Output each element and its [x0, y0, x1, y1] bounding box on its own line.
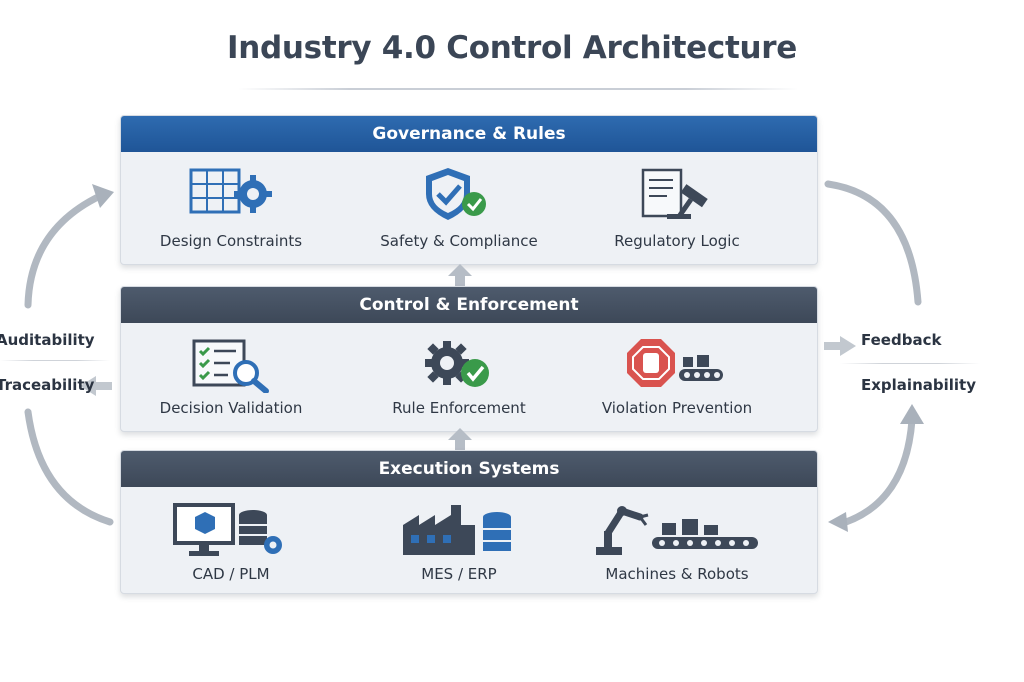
item-label: Decision Validation	[159, 399, 303, 417]
side-label-feedback: Feedback	[861, 331, 942, 349]
side-divider	[840, 363, 980, 364]
item-regulatory-logic: Regulatory Logic	[567, 152, 787, 264]
layer-control: Control & Enforcement Decision Validatio…	[120, 286, 818, 432]
item-violation-prevention: Violation Prevention	[567, 323, 787, 431]
item-label: Rule Enforcement	[392, 399, 526, 417]
checklist-magnifier-icon	[192, 339, 269, 393]
left-upper-loop-arrow	[24, 192, 104, 309]
item-safety-compliance: Safety & Compliance	[349, 152, 569, 264]
gear-check-icon	[425, 341, 489, 387]
side-divider	[0, 360, 110, 361]
item-design-constraints: Design Constraints	[121, 152, 341, 264]
up-arrow-icon	[448, 428, 472, 452]
document-gavel-icon	[641, 168, 708, 219]
stop-hand-conveyor-icon	[627, 339, 723, 387]
item-label: CAD / PLM	[192, 565, 270, 583]
side-label-explainability: Explainability	[861, 376, 976, 394]
item-label: Safety & Compliance	[380, 232, 538, 250]
factory-database-icon	[403, 505, 511, 555]
up-arrow-icon	[448, 264, 472, 288]
layer-header: Execution Systems	[121, 451, 817, 487]
robot-arm-conveyor-icon	[596, 506, 758, 555]
right-upper-loop-arrow	[824, 180, 922, 306]
side-label-auditability: Auditability	[0, 331, 95, 349]
item-label: Machines & Robots	[605, 565, 749, 583]
item-label: Violation Prevention	[601, 399, 753, 417]
monitor-database-icon	[173, 503, 282, 556]
side-label-traceability: Traceability	[0, 376, 95, 394]
item-machines-robots: Machines & Robots	[567, 487, 787, 593]
layer-header: Control & Enforcement	[121, 287, 817, 323]
layer-governance: Governance & Rules Design Constraints	[120, 115, 818, 265]
item-label: MES / ERP	[421, 565, 497, 583]
page-title: Industry 4.0 Control Architecture	[227, 30, 797, 66]
item-cad-plm: CAD / PLM	[121, 487, 341, 593]
item-label: Regulatory Logic	[614, 232, 740, 250]
item-rule-enforcement: Rule Enforcement	[349, 323, 569, 431]
item-label: Design Constraints	[159, 232, 303, 250]
layer-execution: Execution Systems CAD / PLM	[120, 450, 818, 594]
layer-header: Governance & Rules	[121, 116, 817, 152]
item-mes-erp: MES / ERP	[349, 487, 569, 593]
item-decision-validation: Decision Validation	[121, 323, 341, 431]
right-lower-loop-arrow	[842, 416, 916, 526]
shield-check-icon	[426, 168, 486, 220]
blueprint-gear-icon	[189, 168, 272, 214]
title-divider	[238, 88, 798, 90]
left-lower-loop-arrow	[24, 408, 114, 526]
